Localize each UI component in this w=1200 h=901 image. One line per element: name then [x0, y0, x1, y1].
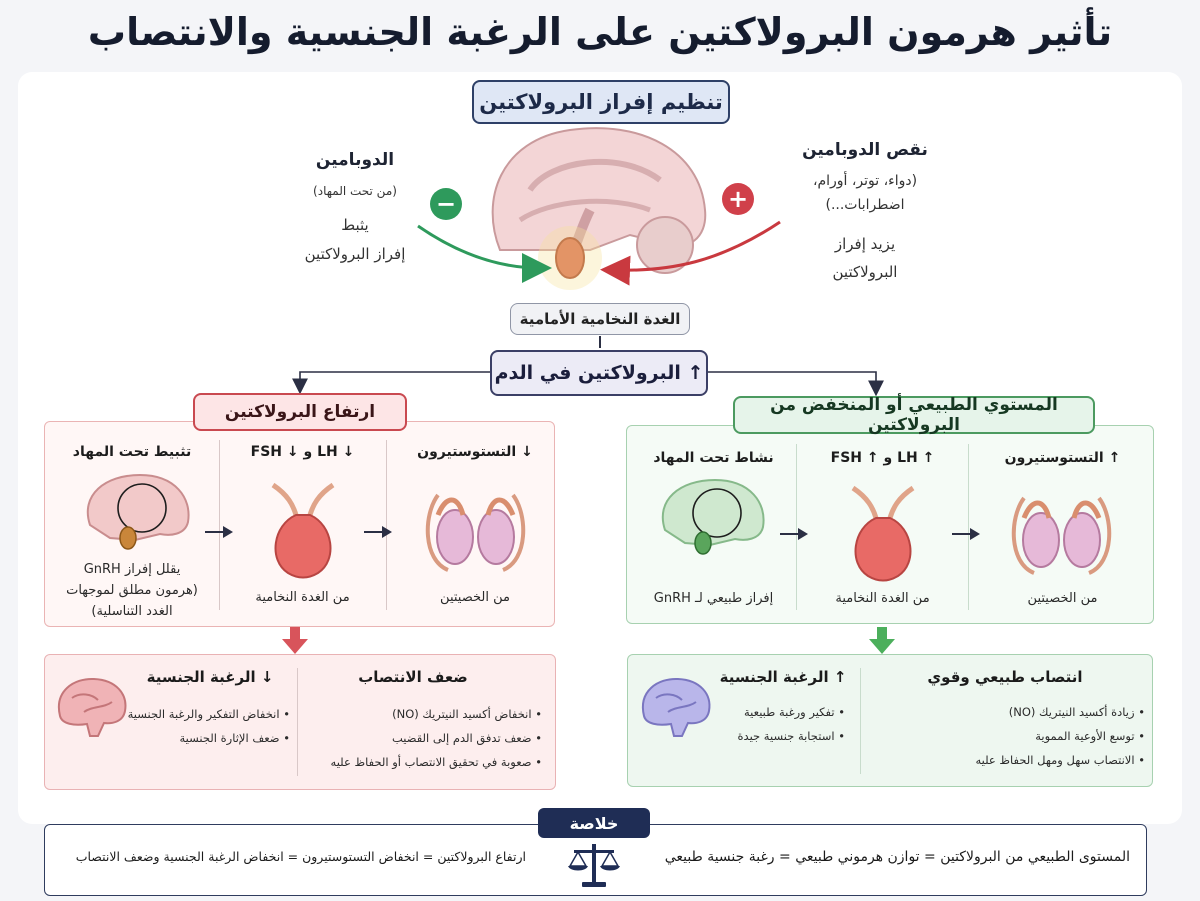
list-item: زيادة أكسيد النيتريك (NO)	[875, 700, 1145, 724]
dopamine-deficit-heading: نقص الدوبامين	[802, 140, 928, 160]
list-item: صعوبة في تحقيق الانتصاب أو الحفاظ عليه	[306, 750, 542, 774]
normal-desire-heading: ↑ الرغبة الجنسية	[719, 668, 847, 686]
high-hypothalamus-line2: (هرمون مطلق لموجهات	[66, 583, 198, 598]
arrow-icon	[205, 526, 233, 538]
down-arrow-icon	[869, 627, 895, 654]
normal-erection-list: زيادة أكسيد النيتريك (NO) توسع الأوعية ا…	[875, 700, 1145, 772]
dopamine-source: (من تحت المهاد)	[313, 184, 397, 198]
high-erection-heading: ضعف الانتصاب	[358, 668, 468, 686]
normal-prolactin-title: المستوي الطبيعي أو المنخفض من البرولاكتي…	[733, 395, 1095, 435]
high-desire-list: انخفاض التفكير والرغبة الجنسية ضعف الإثا…	[120, 702, 290, 750]
pituitary-label: الغدة النخامية الأمامية	[510, 303, 690, 335]
plus-icon: +	[722, 183, 754, 215]
dopamine-effect-2: إفراز البرولاكتين	[304, 245, 406, 263]
brain-icon	[87, 473, 190, 550]
high-testosterone-heading: ↓ التستوستيرون	[417, 444, 533, 460]
normal-hypothalamus-text: إفراز طبيعي لـ GnRH	[653, 591, 774, 606]
normal-pituitary-text: من الغدة النخامية	[835, 591, 930, 606]
list-item: انخفاض أكسيد النيتريك (NO)	[306, 702, 542, 726]
normal-lh-fsh-heading: ↑ LH و ↑ FSH	[830, 450, 935, 466]
summary-high-text: ارتفاع البرولاكتين = انخفاض التستوستيرون…	[75, 849, 526, 864]
high-hypothalamus-line3: الغدد التناسلية)	[91, 604, 173, 619]
regulation-title: تنظيم إفراز البرولاكتين	[472, 80, 730, 124]
list-item: توسع الأوعية المموية	[875, 724, 1145, 748]
down-arrow-icon	[282, 627, 308, 654]
dopamine-effect-1: يثبط	[341, 216, 369, 234]
dopamine-deficit-causes-1: (دواء، توتر، أورام،	[812, 173, 918, 189]
normal-testosterone-heading: ↑ التستوستيرون	[1004, 450, 1121, 466]
high-lh-fsh-heading: ↓ LH و ↓ FSH	[250, 444, 355, 460]
arrow-icon	[952, 528, 980, 540]
minus-icon: −	[430, 188, 462, 220]
list-item: الانتصاب سهل ومهل الحفاظ عليه	[875, 748, 1145, 772]
arrow-icon	[780, 528, 808, 540]
high-desire-heading: ↓ الرغبة الجنسية	[146, 668, 274, 686]
list-item: تفكير ورغبة طبيعية	[705, 700, 845, 724]
high-hypothalamus-line1: يقلل إفراز GnRH	[83, 562, 181, 577]
brain-sagittal-illustration	[491, 127, 707, 290]
normal-desire-list: تفكير ورغبة طبيعية استجابة جنسية جيدة	[705, 700, 845, 748]
list-item: ضعف تدفق الدم إلى القضيب	[306, 726, 542, 750]
cerebellum-shape	[636, 216, 694, 274]
blood-prolactin-label: ↑ البرولاكتين في الدم	[490, 350, 708, 396]
summary-title: خلاصة	[538, 808, 650, 838]
pituitary-icon	[555, 237, 585, 279]
branch-left-arrow-icon	[292, 371, 490, 395]
high-prolactin-title: ارتفاع البرولاكتين	[193, 393, 407, 431]
testes-icon	[1011, 496, 1112, 575]
page-title: تأثير هرمون البرولاكتين على الرغبة الجنس…	[87, 10, 1113, 54]
high-testes-text: من الخصيتين	[440, 590, 510, 605]
list-item: استجابة جنسية جيدة	[705, 724, 845, 748]
dopamine-deficit-causes-2: اضطرابات...)	[825, 197, 905, 213]
pituitary-icon	[271, 482, 335, 579]
list-item: ضعف الإثارة الجنسية	[120, 726, 290, 750]
dopamine-heading: الدوبامين	[315, 150, 395, 170]
high-pituitary-text: من الغدة النخامية	[255, 590, 350, 605]
high-erection-list: انخفاض أكسيد النيتريك (NO) ضعف تدفق الدم…	[306, 702, 542, 774]
brain-icon	[662, 478, 765, 555]
dopamine-arrow-icon	[417, 224, 552, 283]
branch-right-arrow-icon	[708, 371, 884, 397]
brain-icon	[641, 677, 711, 737]
brain-icon	[57, 677, 127, 737]
arrow-icon	[364, 526, 392, 538]
dopamine-deficit-effect-1: يزيد إفراز	[834, 235, 896, 253]
high-hypothalamus-heading: تثبيط تحت المهاد	[72, 444, 192, 460]
normal-testes-text: من الخصيتين	[1027, 591, 1098, 606]
pituitary-icon	[851, 485, 915, 582]
normal-erection-heading: انتصاب طبيعي وقوي	[927, 668, 1083, 686]
scale-icon	[568, 844, 620, 887]
list-item: انخفاض التفكير والرغبة الجنسية	[120, 702, 290, 726]
testes-icon	[425, 493, 526, 572]
dopamine-deficit-arrow-icon	[600, 220, 781, 286]
summary-normal-text: المستوى الطبيعي من البرولاكتين = توازن ه…	[664, 849, 1130, 865]
dopamine-deficit-effect-2: البرولاكتين	[832, 263, 898, 281]
normal-hypothalamus-heading: نشاط تحت المهاد	[653, 450, 774, 466]
